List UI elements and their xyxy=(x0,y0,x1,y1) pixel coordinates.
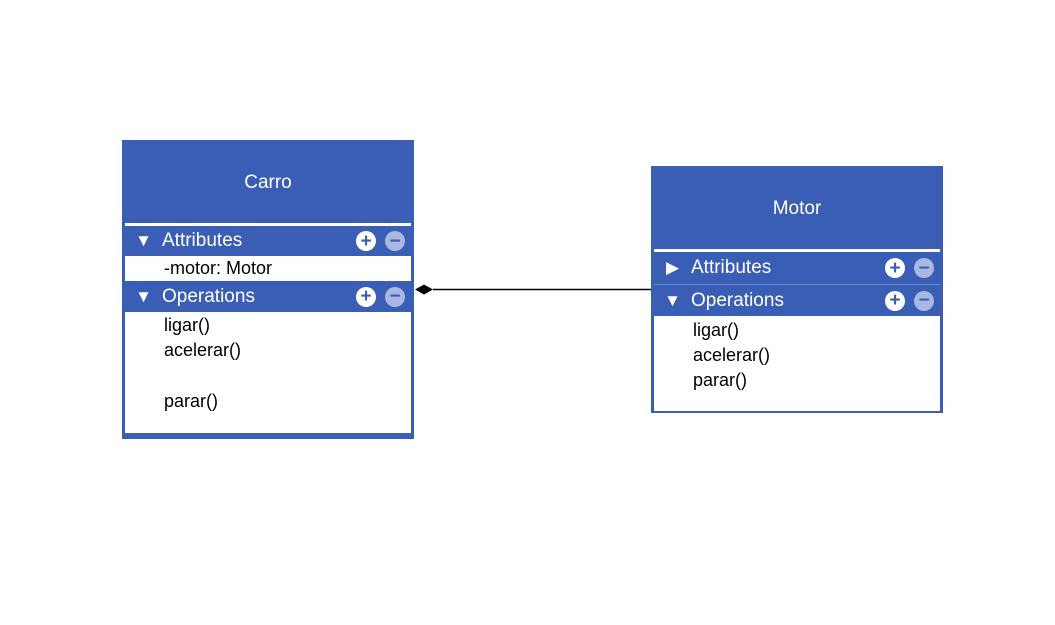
class-carro-header-divider xyxy=(125,223,411,226)
operation-item[interactable]: ligar() xyxy=(164,315,211,335)
collapse-toggle-icon[interactable]: ▼ xyxy=(664,290,681,310)
operation-item[interactable]: parar() xyxy=(164,391,219,411)
collapse-toggle-icon[interactable]: ▼ xyxy=(135,231,152,250)
expand-toggle-icon[interactable]: ▶ xyxy=(665,258,680,277)
operation-item[interactable]: parar() xyxy=(693,370,748,390)
remove-operation-button[interactable]: − xyxy=(914,290,934,311)
operations-section-label: Operations xyxy=(691,289,784,311)
remove-attribute-button[interactable]: − xyxy=(914,258,934,278)
operation-item[interactable]: acelerar() xyxy=(693,345,771,365)
operations-section-label: Operations xyxy=(162,285,255,307)
operation-item[interactable]: acelerar() xyxy=(164,340,242,360)
class-carro-operation-list: ligar() acelerar() parar() xyxy=(125,312,411,433)
attributes-section-label: Attributes xyxy=(691,257,772,278)
class-motor-title[interactable]: Motor xyxy=(772,197,822,219)
class-carro-attributes-header[interactable]: ▼ Attributes + − xyxy=(125,226,411,256)
class-motor-header-divider xyxy=(654,249,940,252)
attribute-item[interactable]: -motor: Motor xyxy=(164,258,273,278)
class-carro-title[interactable]: Carro xyxy=(244,171,292,193)
collapse-toggle-icon[interactable]: ▼ xyxy=(135,286,152,306)
add-operation-button[interactable]: + xyxy=(885,290,905,311)
class-motor-attributes-header[interactable]: ▶ Attributes + − xyxy=(654,252,940,284)
attributes-section-label: Attributes xyxy=(162,230,243,251)
add-attribute-button[interactable]: + xyxy=(885,258,905,278)
remove-attribute-button[interactable]: − xyxy=(385,231,405,251)
class-motor-operations-header[interactable]: ▼ Operations + − xyxy=(654,284,940,316)
class-carro-attribute-list: -motor: Motor xyxy=(125,256,411,281)
composition-diamond-icon xyxy=(415,284,433,295)
class-carro[interactable]: Carro ▼ Attributes + − -motor: Motor ▼ O… xyxy=(122,140,414,439)
class-motor[interactable]: Motor ▶ Attributes + − ▼ Operations + − … xyxy=(651,166,943,413)
class-carro-operations-header[interactable]: ▼ Operations + − xyxy=(125,281,411,312)
add-attribute-button[interactable]: + xyxy=(356,231,376,251)
operation-item[interactable]: ligar() xyxy=(693,320,740,340)
add-operation-button[interactable]: + xyxy=(356,286,376,307)
remove-operation-button[interactable]: − xyxy=(385,286,405,307)
class-motor-operation-list: ligar() acelerar() parar() xyxy=(654,316,940,411)
